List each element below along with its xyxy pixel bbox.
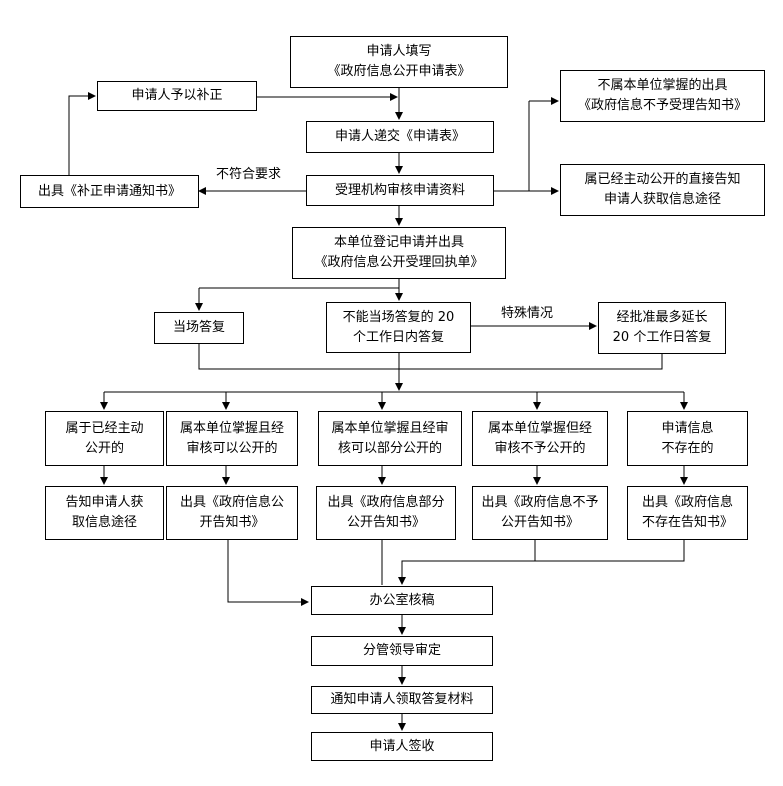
submit-line-1: 申请人递交《申请表》: [334, 129, 465, 144]
register-line-2: 《政府信息公开受理回执单》: [314, 255, 484, 270]
line-review-right: [494, 101, 530, 192]
on-spot-line-1: 当场答复: [172, 320, 225, 335]
r3-line-2: 公开告知书》: [346, 515, 425, 530]
on-spot-reply-box: 当场答复: [154, 312, 244, 344]
not-compliant-label: 不符合要求: [216, 167, 282, 182]
line-r4-r5-merge: [534, 540, 685, 562]
r5-line-2: 不存在告知书》: [641, 515, 733, 530]
not-own-line-1: 不属本单位掌握的出具: [597, 78, 728, 93]
within-20-days-box: 不能当场答复的 20 个工作日内答复: [326, 302, 471, 353]
notify-line-1: 通知申请人领取答复材料: [330, 692, 474, 707]
r5-line-1: 出具《政府信息: [641, 495, 733, 510]
extend-line-2: 20 个工作日答复: [612, 330, 712, 345]
c3-line-2: 核可以部分公开的: [337, 440, 442, 456]
category-not-disclose-box: 属本单位掌握但经 审核不予公开的: [472, 411, 608, 466]
leader-line-1: 分管领导审定: [362, 643, 441, 658]
r1-line-1: 告知申请人获: [65, 495, 144, 510]
register-receipt-box: 本单位登记申请并出具 《政府信息公开受理回执单》: [292, 227, 506, 279]
register-line-1: 本单位登记申请并出具: [333, 235, 464, 250]
category-not-exist-box: 申请信息 不存在的: [627, 411, 748, 466]
extend-20-days-box: 经批准最多延长 20 个工作日答复: [598, 302, 726, 354]
c3-line-1: 属本单位掌握且经审: [331, 420, 449, 436]
c2-line-2: 审核可以公开的: [186, 440, 278, 456]
already-public-line-2: 申请人获取信息途径: [603, 192, 721, 207]
special-case-label: 特殊情况: [501, 306, 554, 321]
line-merge: [198, 344, 663, 370]
r1-line-2: 取信息途径: [71, 515, 137, 530]
not-own-line-2: 《政府信息不予受理告知书》: [577, 98, 747, 113]
review-line-1: 受理机构审核申请资料: [334, 182, 465, 198]
line-register-split: [199, 279, 400, 289]
c4-line-1: 属本单位掌握但经: [487, 420, 592, 436]
within20-line-2: 个工作日内答复: [352, 329, 444, 345]
result-inform-channel-box: 告知申请人获 取信息途径: [45, 486, 164, 540]
supplement-box: 申请人予以补正: [97, 81, 257, 111]
submit-form-box: 申请人递交《申请表》: [306, 121, 494, 153]
office-review-box: 办公室核稿: [311, 586, 493, 615]
fill-line-2: 《政府信息公开申请表》: [327, 64, 471, 79]
applicant-sign-box: 申请人签收: [311, 732, 493, 761]
not-own-info-box: 不属本单位掌握的出具 《政府信息不予受理告知书》: [560, 70, 765, 122]
result-partial-notice-box: 出具《政府信息部分 公开告知书》: [316, 486, 456, 540]
supplement-line-1: 申请人予以补正: [131, 88, 223, 103]
leader-approve-box: 分管领导审定: [311, 636, 493, 666]
c5-line-1: 申请信息: [661, 420, 714, 436]
result-not-disclose-notice-box: 出具《政府信息不予 公开告知书》: [472, 486, 608, 540]
category-already-public-box: 属于已经主动 公开的: [45, 411, 164, 466]
r4-line-1: 出具《政府信息不予: [481, 495, 599, 510]
c1-line-2: 公开的: [84, 440, 124, 456]
c1-line-1: 属于已经主动: [65, 420, 144, 436]
office-line-1: 办公室核稿: [369, 592, 435, 608]
already-public-box: 属已经主动公开的直接告知 申请人获取信息途径: [560, 164, 765, 216]
c4-line-2: 审核不予公开的: [494, 440, 586, 456]
already-public-line-1: 属已经主动公开的直接告知: [584, 172, 741, 187]
correction-line-1: 出具《补正申请通知书》: [37, 183, 181, 199]
r2-line-2: 开告知书》: [199, 515, 265, 530]
fill-application-box: 申请人填写 《政府信息公开申请表》: [290, 36, 508, 88]
r4-line-2: 公开告知书》: [500, 515, 579, 530]
correction-notice-box: 出具《补正申请通知书》: [20, 175, 199, 208]
fill-line-1: 申请人填写: [366, 44, 432, 59]
arrow-r2-office: [227, 540, 309, 606]
review-materials-box: 受理机构审核申请资料: [306, 175, 494, 206]
r2-line-1: 出具《政府信息公: [179, 495, 284, 510]
notify-pickup-box: 通知申请人领取答复材料: [311, 686, 493, 714]
category-can-disclose-box: 属本单位掌握且经 审核可以公开的: [166, 411, 298, 466]
arrow-r4-office: [398, 560, 535, 585]
arrow-correction-to-supplement: [68, 92, 96, 175]
sign-line-1: 申请人签收: [369, 738, 435, 754]
c5-line-2: 不存在的: [661, 440, 714, 456]
extend-line-1: 经批准最多延长: [616, 310, 708, 325]
result-disclose-notice-box: 出具《政府信息公 开告知书》: [166, 486, 298, 540]
result-not-exist-notice-box: 出具《政府信息 不存在告知书》: [627, 486, 748, 540]
category-partial-disclose-box: 属本单位掌握且经审 核可以部分公开的: [318, 411, 462, 466]
c2-line-1: 属本单位掌握且经: [179, 420, 284, 436]
r3-line-1: 出具《政府信息部分: [327, 495, 445, 510]
within20-line-1: 不能当场答复的 20: [342, 309, 455, 325]
